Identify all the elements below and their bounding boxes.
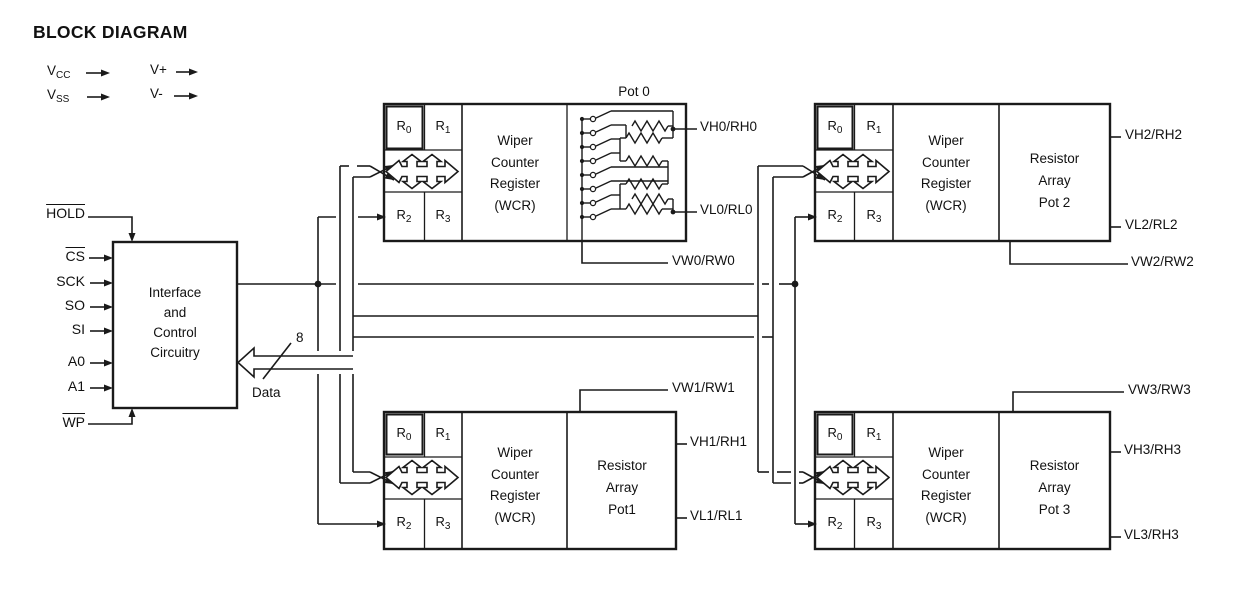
vplus-pin-label: V+ — [150, 62, 167, 77]
signal-si-label: SI — [71, 321, 85, 337]
signal-arrow-lines — [88, 216, 133, 425]
interface-box-label: Interface and Control Circuitry — [148, 285, 202, 360]
pot1-reg-r0: R0 — [396, 425, 412, 443]
signal-so-label: SO — [64, 297, 85, 313]
resistor-symbol — [625, 131, 663, 145]
pot3-reg-r1: R1 — [866, 425, 882, 443]
pot2-r0-box — [816, 105, 854, 150]
pot3-reg-r2: R2 — [827, 514, 843, 532]
pot1-pin-vh: VH1/RH1 — [690, 434, 748, 449]
power-arrow-lines — [86, 71, 190, 98]
pot1-pin-vw: VW1/RW1 — [672, 380, 735, 395]
signal-cs-label: CS — [65, 248, 85, 264]
pot1-reg-r2: R2 — [396, 514, 412, 532]
pot2-pin-vh: VH2/RH2 — [1125, 127, 1183, 142]
pot2-pin-vl: VL2/RL2 — [1125, 217, 1178, 232]
boxes — [111, 102, 1112, 551]
signal-a0-label: A0 — [67, 353, 85, 369]
pot0-reg-r0: R0 — [396, 118, 412, 136]
pot1-reg-r1: R1 — [435, 425, 451, 443]
signal-hold-label: HOLD — [46, 205, 85, 221]
bus-data-label: Data — [252, 385, 281, 400]
vss-pin-label: VSS — [47, 87, 70, 105]
pot2-reg-r0: R0 — [827, 118, 843, 136]
junction-dots — [314, 116, 799, 288]
pot1-box — [382, 410, 678, 551]
pot2-reg-r3: R3 — [866, 207, 882, 225]
interface-box-outline — [111, 240, 239, 410]
pot0-r0-box — [385, 105, 424, 150]
resistor-symbol — [625, 154, 663, 168]
pot0-reg-r2: R2 — [396, 207, 412, 225]
pot0-pin-vh: VH0/RH0 — [700, 119, 758, 134]
pot3-pin-vw: VW3/RW3 — [1128, 382, 1191, 397]
exchange-icon — [816, 459, 890, 496]
pot0-reg-r3: R3 — [435, 207, 451, 225]
resistor-symbol — [625, 202, 663, 216]
pot1-reg-r3: R3 — [435, 514, 451, 532]
pot3-r0-box — [816, 413, 854, 456]
pot0-pin-vw: VW0/RW0 — [672, 253, 735, 268]
pot1-pin-vl: VL1/RL1 — [690, 508, 743, 523]
pot2-reg-r2: R2 — [827, 207, 843, 225]
exchange-icon — [385, 153, 459, 190]
resistor-symbol — [625, 177, 663, 191]
pin-stub-wires — [579, 128, 1128, 538]
pot0-pin-vl: VL0/RL0 — [700, 202, 753, 217]
pot3-pin-vh: VH3/RH3 — [1124, 442, 1182, 457]
pot3-pin-vl: VL3/RH3 — [1124, 527, 1179, 542]
pot3-reg-r0: R0 — [827, 425, 843, 443]
resistor-symbol — [631, 192, 669, 206]
exchange-icon — [816, 153, 890, 190]
vcc-pin-label: VCC — [47, 63, 71, 81]
pot0-title: Pot 0 — [618, 84, 650, 99]
pot1-r0-box — [385, 413, 424, 456]
pot0-array-art — [581, 110, 674, 241]
pot3-reg-r3: R3 — [866, 514, 882, 532]
signal-a1-label: A1 — [67, 378, 85, 394]
pot3-box — [813, 410, 1112, 551]
page-title: BLOCK DIAGRAM — [33, 22, 188, 42]
bus-width-label: 8 — [296, 330, 304, 345]
pot2-pin-vw: VW2/RW2 — [1131, 254, 1194, 269]
resistor-symbol — [631, 119, 669, 133]
pot2-reg-r1: R1 — [866, 118, 882, 136]
pot0-box — [382, 102, 688, 243]
vminus-pin-label: V- — [150, 86, 163, 101]
switch-contacts — [589, 115, 597, 221]
pot2-box — [813, 102, 1112, 243]
exchange-icon — [385, 459, 459, 496]
pot0-reg-r1: R1 — [435, 118, 451, 136]
signal-wp-label: WP — [62, 414, 85, 430]
data-bus-outline — [236, 342, 353, 380]
signal-sck-label: SCK — [56, 273, 85, 289]
